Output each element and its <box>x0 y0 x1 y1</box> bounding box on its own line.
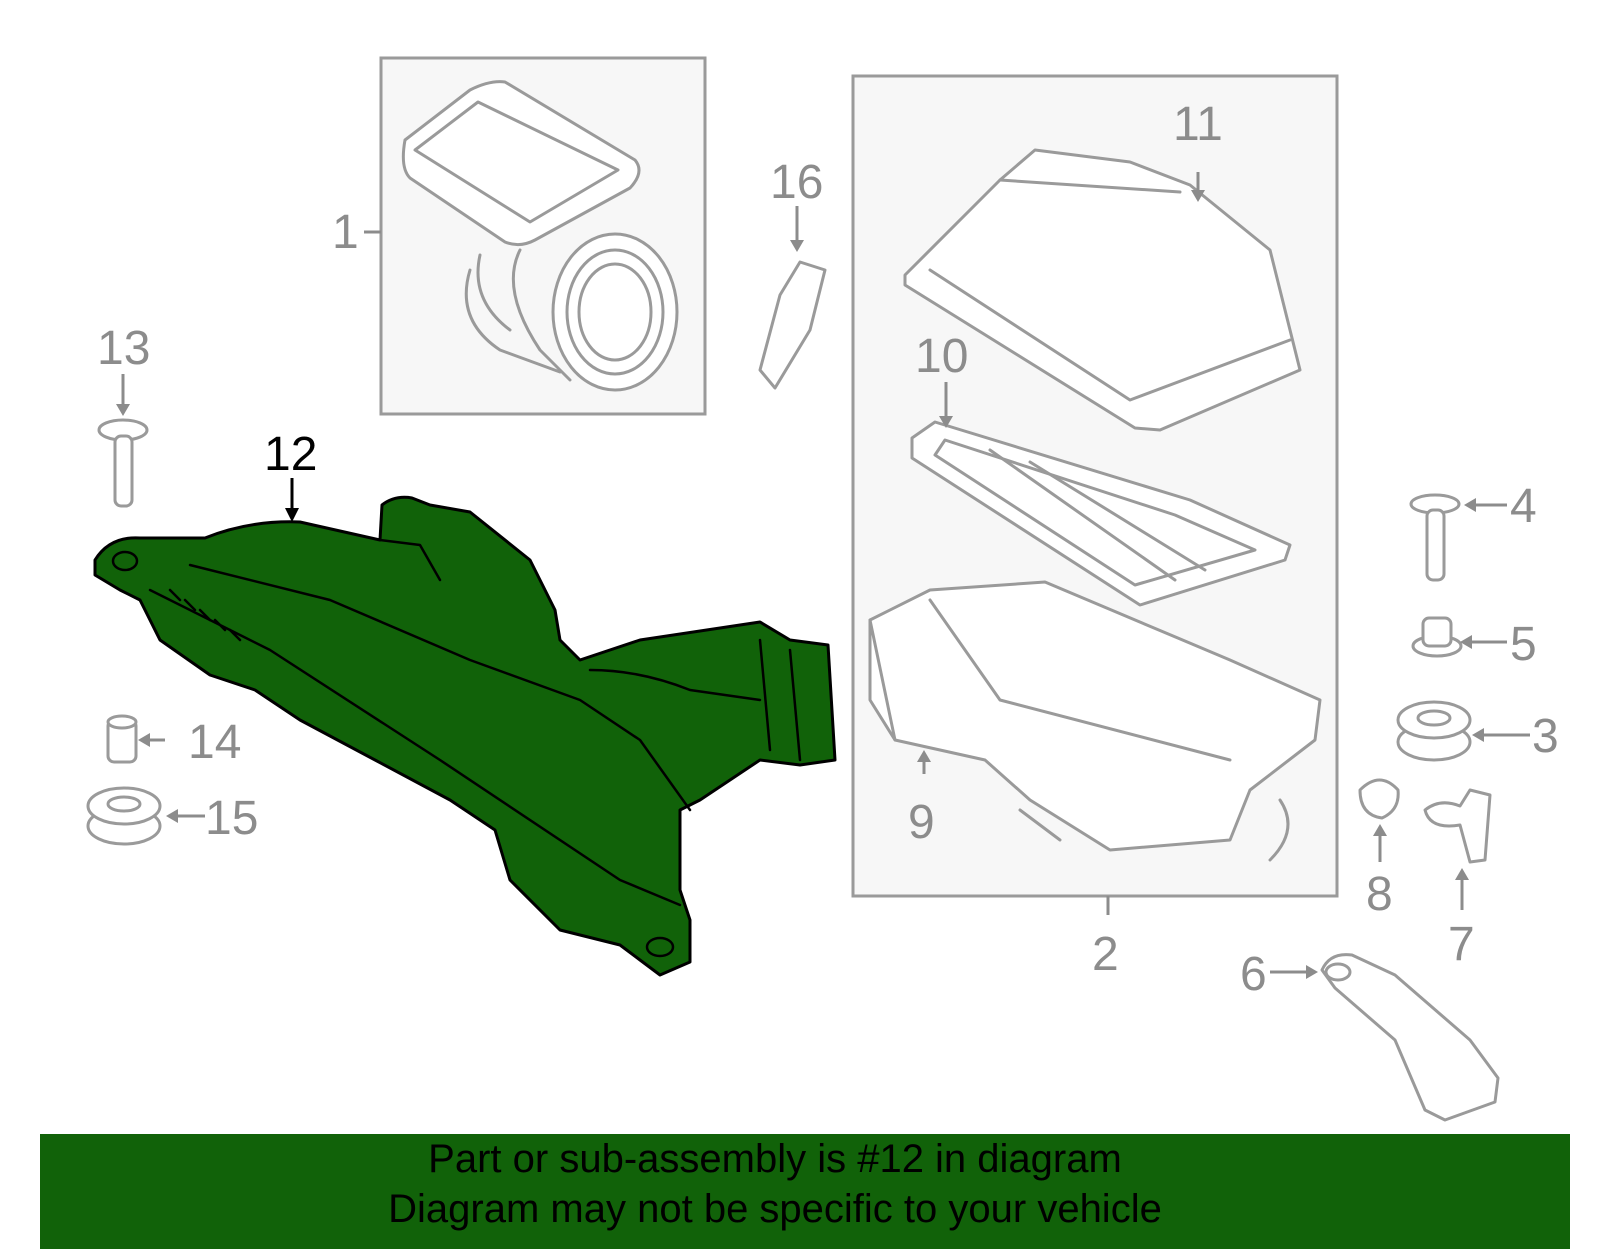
grommet-15-illustration <box>86 786 162 846</box>
callout-6: 6 <box>1240 948 1267 1001</box>
callout-7: 7 <box>1448 918 1475 971</box>
sensor-16-illustration <box>758 260 827 390</box>
callout-12: 12 <box>264 428 317 481</box>
air-cleaner-housing-illustration <box>868 580 1322 852</box>
callout-13: 13 <box>97 322 150 375</box>
callout-10: 10 <box>915 330 968 383</box>
grommet-3-illustration <box>1396 700 1472 762</box>
highlighted-part-12 <box>93 495 837 977</box>
bushing-5-illustration <box>1411 616 1463 658</box>
callout-8: 8 <box>1366 868 1393 921</box>
callout-14: 14 <box>188 716 241 769</box>
banner-line-2: Diagram may not be specific to your vehi… <box>388 1187 1162 1231</box>
callout-1: 1 <box>332 206 359 259</box>
callout-5: 5 <box>1510 618 1537 671</box>
callout-2: 2 <box>1092 928 1119 981</box>
bracket-6-illustration <box>1320 953 1500 1122</box>
intake-duct-illustration <box>401 80 679 392</box>
clip-illustration <box>1268 798 1290 862</box>
bracket-7-illustration <box>1423 788 1492 864</box>
callout-4: 4 <box>1510 480 1537 533</box>
bracket-8-illustration <box>1358 778 1400 820</box>
callout-9: 9 <box>908 796 935 849</box>
callout-labels: 1 2 3 4 5 6 7 8 9 10 11 12 13 14 15 16 <box>97 98 1559 1001</box>
bolt-13-illustration <box>97 418 149 508</box>
info-banner: Part or sub-assembly is #12 in diagram D… <box>40 1134 1570 1249</box>
bolt-4-illustration <box>1409 493 1461 582</box>
sleeve-14-illustration <box>106 714 138 764</box>
filter-element-illustration <box>910 420 1292 607</box>
callout-16: 16 <box>770 156 823 209</box>
callout-15: 15 <box>205 792 258 845</box>
callout-3: 3 <box>1532 710 1559 763</box>
leader-lines <box>116 172 1530 979</box>
air-cleaner-cover-illustration <box>903 148 1302 432</box>
banner-line-1: Part or sub-assembly is #12 in diagram <box>428 1137 1122 1181</box>
callout-11: 11 <box>1173 98 1223 151</box>
